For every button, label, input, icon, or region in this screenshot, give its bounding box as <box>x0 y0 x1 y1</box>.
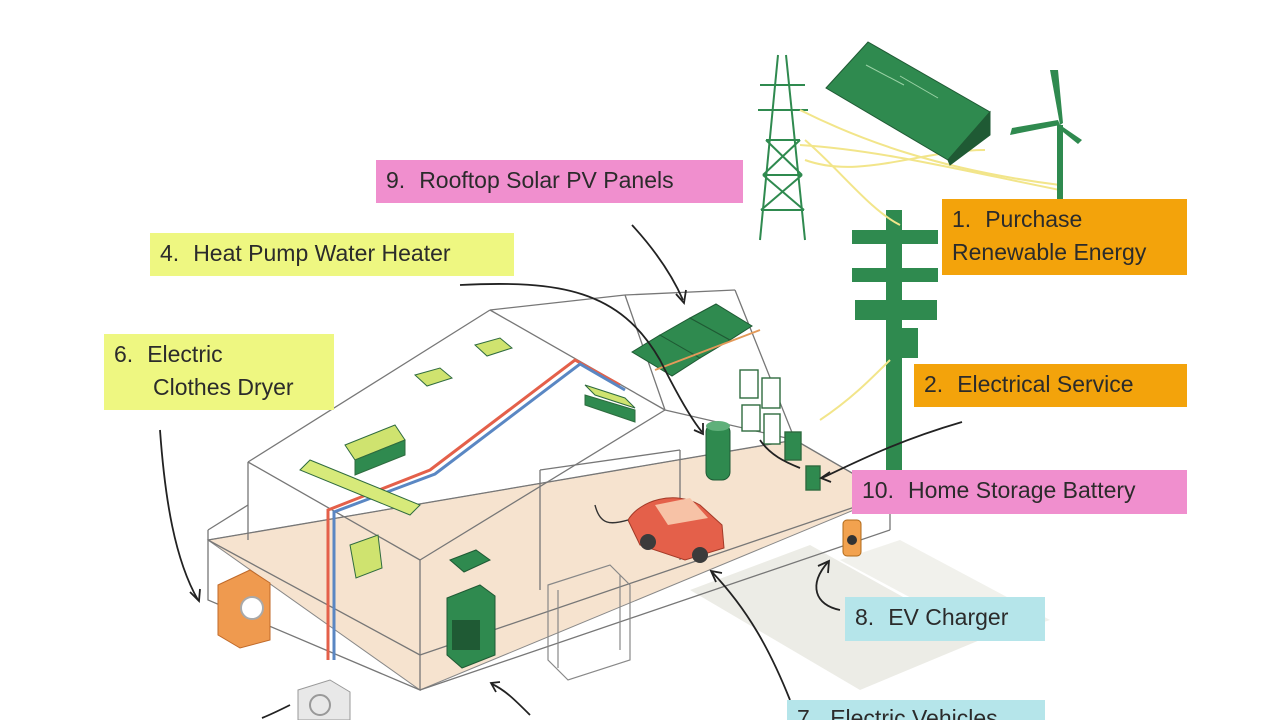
label-number: 6. <box>114 341 134 367</box>
label-text-line2: Clothes Dryer <box>153 374 294 400</box>
label-electric-clothes-dryer: 6. Electric Clothes Dryer <box>104 334 334 410</box>
attic-equipment <box>299 337 636 516</box>
label-ev-charger: 8. EV Charger <box>845 597 1045 641</box>
clothes-dryer <box>217 569 271 649</box>
water-heater-tank <box>705 421 731 481</box>
label-number: 9. <box>386 167 406 193</box>
label-electrical-service: 2. Electrical Service <box>914 364 1187 407</box>
rooftop-solar-panels <box>631 303 761 377</box>
label-number: 7. <box>797 705 817 720</box>
label-number: 4. <box>160 240 180 266</box>
label-number: 10. <box>862 477 894 503</box>
ground-shadow <box>690 545 980 690</box>
label-text: Home Storage Battery <box>907 477 1136 503</box>
label-number: 2. <box>924 371 944 397</box>
wind-turbine <box>1010 70 1082 200</box>
electrical-panels <box>739 369 821 491</box>
door-frame <box>547 564 631 681</box>
label-text: Rooftop Solar PV Panels <box>419 167 674 193</box>
label-text-line2: Renewable Energy <box>952 239 1147 265</box>
label-home-storage-battery: 10. Home Storage Battery <box>852 470 1187 514</box>
label-number: 1. <box>952 206 972 232</box>
induction-unit <box>349 534 383 579</box>
utility-pole <box>819 210 938 500</box>
solar-farm <box>825 41 991 166</box>
label-text: Heat Pump Water Heater <box>193 240 451 266</box>
transmission-tower <box>758 54 808 241</box>
label-number: 8. <box>855 604 875 630</box>
annotation-arrows <box>159 224 963 719</box>
label-text: EV Charger <box>888 604 1009 630</box>
label-purchase-renewable-energy: 1. Purchase Renewable Energy <box>942 199 1187 275</box>
label-text: Electric Vehicles <box>830 705 998 720</box>
label-text: Electric <box>147 341 223 367</box>
label-rooftop-solar: 9. Rooftop Solar PV Panels <box>376 160 743 203</box>
label-heat-pump-water-heater: 4. Heat Pump Water Heater <box>150 233 514 276</box>
plumbing-pipes <box>326 358 626 660</box>
ev-charger <box>842 519 862 557</box>
label-text: Electrical Service <box>957 371 1134 397</box>
charging-cable <box>594 504 629 524</box>
heat-pump-outdoor-unit <box>297 679 351 720</box>
label-text: Purchase <box>985 206 1083 232</box>
label-electric-vehicles: 7. Electric Vehicles <box>787 700 1045 720</box>
electric-vehicle <box>627 497 725 563</box>
electric-stove <box>446 549 496 669</box>
